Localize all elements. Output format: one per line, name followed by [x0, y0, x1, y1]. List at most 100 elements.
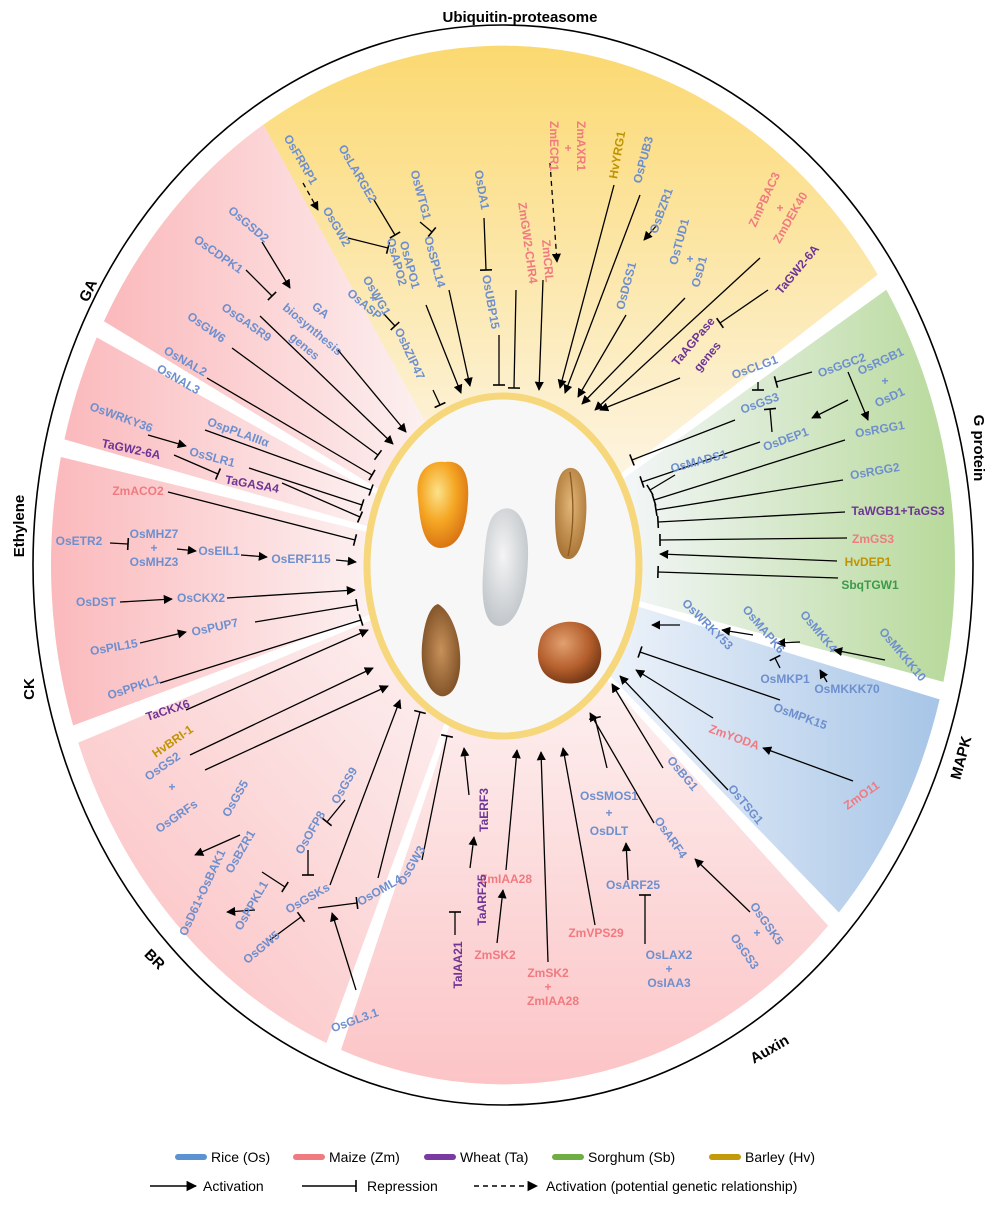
edge-ga-center: [337, 349, 407, 433]
edge-taerf3-center: [460, 747, 470, 796]
edge-osdgs1-center: [577, 314, 627, 398]
edge-zmecr1-zmcrl: [549, 162, 561, 263]
sector-br: [78, 619, 450, 1044]
edge-taarf25-taerf3: [468, 836, 478, 869]
edge-zmsk2b-center: [536, 751, 549, 963]
edge-osgs9-osofp8: [321, 799, 346, 827]
edge-tagasa4-center: [281, 482, 364, 523]
gene-ub-plus4: +: [776, 201, 783, 215]
edge-osbzip47-center: [432, 389, 446, 409]
gene-aux-zmsk2: ZmSK2: [474, 948, 516, 962]
gene-ub-zmecr1: ZmECR1: [547, 121, 561, 171]
edge-ospub3-center: [563, 194, 641, 394]
pathway-label-ga: GA: [76, 277, 101, 305]
edge-osrgb1-osdep1: [811, 399, 849, 419]
edge-osgsks-oml4: [317, 896, 359, 910]
legend-label-repression: Repression: [367, 1178, 438, 1194]
legend-label-potential: Activation (potential genetic relationsh…: [546, 1178, 797, 1194]
edge-osspl14-center: [448, 289, 473, 387]
sector-g-protein: [620, 289, 955, 682]
gene-eth-zmaco2: ZmACO2: [112, 484, 164, 498]
edge-ostud1-center: [581, 297, 686, 405]
edge-osrgb1-osrgg1: [847, 371, 870, 421]
gene-ub-zmaxr1: ZmAXR1: [574, 121, 588, 171]
barley-grain: [421, 604, 461, 697]
edge-osarf25-osdlt: [621, 842, 631, 881]
gene-aux-plus1: +: [605, 806, 612, 820]
gene-aux-taerf3: TaERF3: [477, 788, 491, 832]
gene-aux-osdlt: OsDLT: [590, 824, 629, 838]
edge-osgs3-center: [629, 419, 736, 466]
sector-ga: [103, 124, 430, 491]
edge-osoml4-center: [377, 709, 427, 879]
edge-oswrky36-osslr1: [147, 434, 187, 449]
pathway-label-gprotein: G protein: [970, 415, 987, 482]
edge-osgl31-osgsks: [330, 912, 357, 991]
sorghum-grain: [537, 621, 602, 684]
edge-zmo11-zmyoda: [762, 746, 854, 782]
gene-ck-osckx2: OsCKX2: [177, 591, 225, 605]
sector-ethylene: [64, 337, 379, 527]
edge-tagw26a-tagasa4: [173, 454, 222, 480]
edge-osgsk5-osarf4: [694, 858, 751, 913]
edge-osmpk15-center: [637, 646, 781, 701]
edge-osmkkk10-osmkk4: [833, 647, 886, 661]
edge-osrgg1-center: [651, 439, 846, 506]
gene-ck-osdst: OsDST: [76, 595, 117, 609]
gene-eth-plus: +: [150, 541, 157, 555]
edge-osmkp1-osmapk6: [769, 654, 781, 669]
edge-osgw5-osgsks: [269, 911, 306, 941]
gene-ub-plus3: +: [369, 291, 376, 305]
legend-label-maize: Maize (Zm): [329, 1149, 400, 1165]
gene-aux-osiaa3: OsIAA3: [647, 976, 691, 990]
gene-eth-oserf115: OsERF115: [271, 552, 331, 566]
wheat-crease: [567, 471, 574, 557]
gene-aux-zmvps29: ZmVPS29: [568, 926, 624, 940]
edge-osbg1-center: [611, 683, 664, 769]
gene-aux-plus3: +: [665, 962, 672, 976]
maize-kernel: [417, 461, 469, 548]
edge-osmads1-center: [646, 474, 676, 496]
edge-osapo1-center: [425, 304, 463, 394]
edge-osnal2-center: [206, 377, 376, 481]
edge-oswtg1-osspl14: [419, 221, 437, 238]
edge-ospil15-ospup7: [139, 629, 187, 644]
gene-br-plus1: +: [168, 780, 175, 794]
edge-zmpbac3-center: [594, 257, 761, 411]
pathway-label-ethylene: Ethylene: [11, 495, 28, 558]
gene-eth-osmhz7: OsMHZ7: [130, 527, 179, 541]
gene-ub-plus1: +: [561, 144, 575, 151]
gene-eth-oseil1: OsEIL1: [198, 544, 240, 558]
edge-osgsks-center: [329, 699, 402, 886]
edge-osslr1-center: [248, 467, 365, 511]
gene-mapk-osmkp1: OsMKP1: [760, 672, 810, 686]
wheat-grain: [555, 467, 587, 560]
edge-ossmos1-center: [588, 715, 608, 769]
edge-osckx2-center: [226, 585, 356, 599]
edge-hvdep1-center: [659, 549, 838, 562]
pathway-label-ubiquitin: Ubiquitin-proteasome: [442, 9, 597, 26]
edge-osasp-osbzip47: [382, 312, 400, 331]
edge-osppkl1-center: [159, 614, 364, 684]
legend-label-rice: Rice (Os): [211, 1149, 270, 1165]
pathway-label-br: BR: [141, 946, 168, 973]
edge-oslarge2-osapo2: [373, 199, 401, 239]
edge-osarf4-center: [589, 712, 655, 824]
edge-zmgw2chr4-center: [507, 289, 521, 389]
gene-aux-plus2: +: [753, 926, 760, 940]
gene-aux-osarf25: OsARF25: [606, 878, 660, 892]
gene-aux-zmiaa28: ZmIAA28: [480, 872, 532, 886]
edge-osppkl1-osd61: [226, 906, 256, 916]
gene-eth-osetr2: OsETR2: [56, 534, 103, 548]
gene-aux-plus4: +: [544, 980, 551, 994]
edge-osgw2-osapo1: [347, 237, 391, 255]
gene-ub-plus2: +: [686, 252, 693, 266]
edge-osrgg2-center: [654, 479, 844, 517]
edge-osdst-osckx2: [119, 594, 173, 605]
gene-gp-sbqtgw1: SbqTGW1: [841, 578, 899, 592]
edge-osetr2-osmhz7: [109, 537, 130, 551]
gene-ub-osda1: OsDA1: [471, 169, 492, 211]
edge-osmkk4-osmapk6: [776, 638, 801, 648]
edge-zmiaa28-center: [505, 749, 521, 871]
